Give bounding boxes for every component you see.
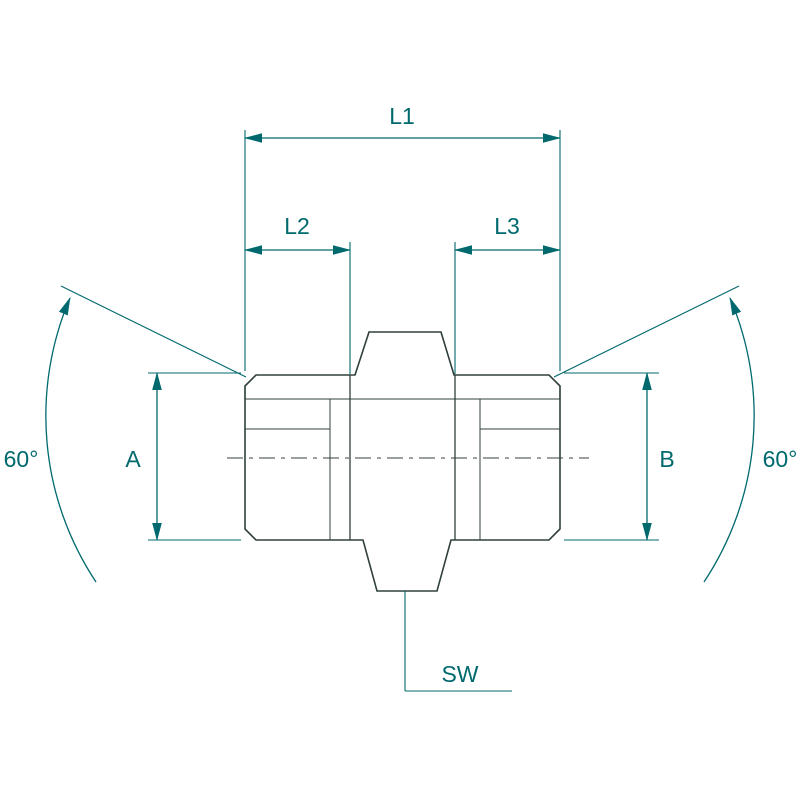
fitting-drawing (227, 331, 589, 592)
label-l1: L1 (389, 103, 415, 129)
fitting-body (244, 331, 561, 592)
dimension-b: B (564, 372, 675, 541)
angle-arc (703, 297, 755, 583)
dimension-l1: L1 (244, 103, 561, 371)
label-angle-right: 60° (763, 446, 798, 472)
label-l2: L2 (284, 213, 310, 239)
label-sw: SW (441, 661, 478, 687)
label-l3: L3 (494, 213, 520, 239)
fitting-section-hatch (244, 331, 561, 400)
dimension-a: A (125, 372, 241, 541)
cone-angle-line (553, 285, 740, 378)
dimension-l2: L2 (244, 213, 351, 374)
dimension-sw: SW (404, 591, 512, 692)
angle-left: 60° (4, 285, 247, 583)
angle-right: 60° (553, 285, 798, 583)
angle-arc (45, 297, 97, 583)
cone-angle-line (60, 285, 247, 378)
label-b: B (659, 446, 674, 472)
label-angle-left: 60° (4, 446, 39, 472)
dimension-l3: L3 (454, 213, 561, 374)
label-a: A (125, 446, 141, 472)
